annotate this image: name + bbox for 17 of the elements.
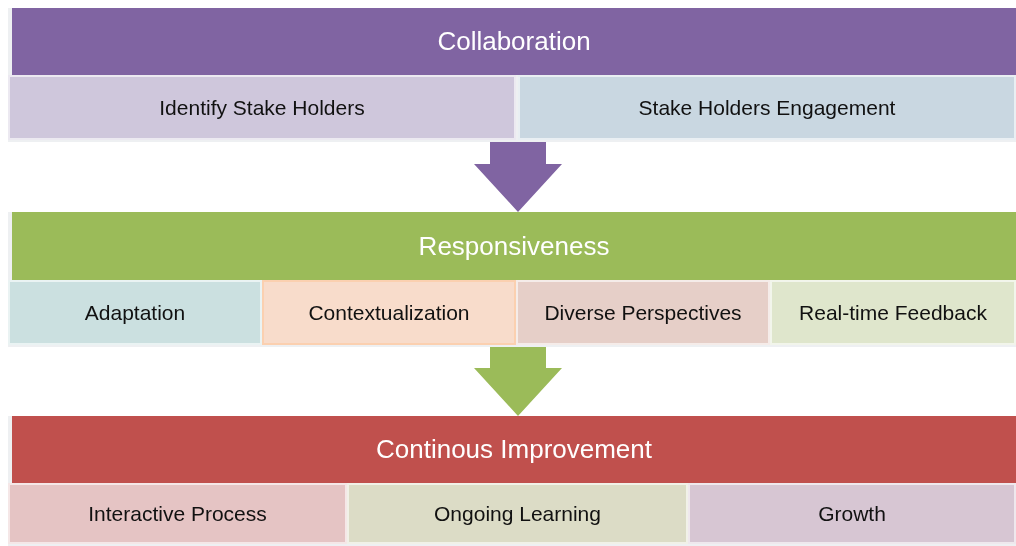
section-header-band: Collaboration [12, 8, 1016, 75]
item-box: Diverse Perspectives [516, 280, 770, 345]
section-panel [8, 8, 1016, 142]
item-box: Adaptation [8, 280, 262, 345]
section-header-band: Responsiveness [12, 212, 1016, 280]
item-box: Identify Stake Holders [8, 75, 516, 140]
section-panel [8, 212, 1016, 347]
item-box: Interactive Process [8, 483, 347, 544]
item-box: Contextualization [262, 280, 516, 345]
section-panel [8, 416, 1016, 546]
block-arrow [474, 347, 562, 416]
item-box: Real-time Feedback [770, 280, 1016, 345]
item-box: Stake Holders Engagement [518, 75, 1016, 140]
item-box: Ongoing Learning [347, 483, 688, 544]
item-box: Growth [688, 483, 1016, 544]
section-header-band: Continous Improvement [12, 416, 1016, 483]
block-arrow [474, 142, 562, 212]
